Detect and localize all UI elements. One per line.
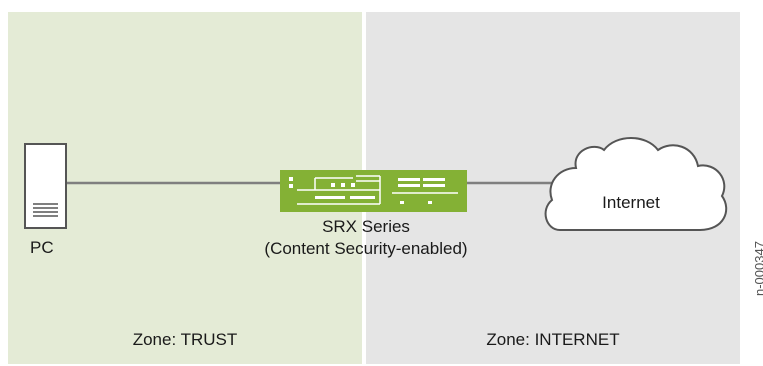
srx-label: SRX Series (Content Security-enabled) bbox=[250, 216, 482, 260]
pc-label: PC bbox=[30, 238, 54, 257]
internet-cloud-icon bbox=[544, 137, 728, 231]
zone-internet-label: Zone: INTERNET bbox=[486, 330, 620, 349]
srx-device-icon bbox=[280, 170, 467, 212]
figure-id: n-000347 bbox=[752, 241, 763, 296]
srx-name: SRX Series bbox=[322, 217, 410, 236]
srx-subtitle: (Content Security-enabled) bbox=[264, 239, 468, 258]
internet-cloud-label: Internet bbox=[602, 193, 660, 212]
zone-trust-label: Zone: TRUST bbox=[132, 330, 238, 349]
pc-icon bbox=[24, 143, 67, 229]
